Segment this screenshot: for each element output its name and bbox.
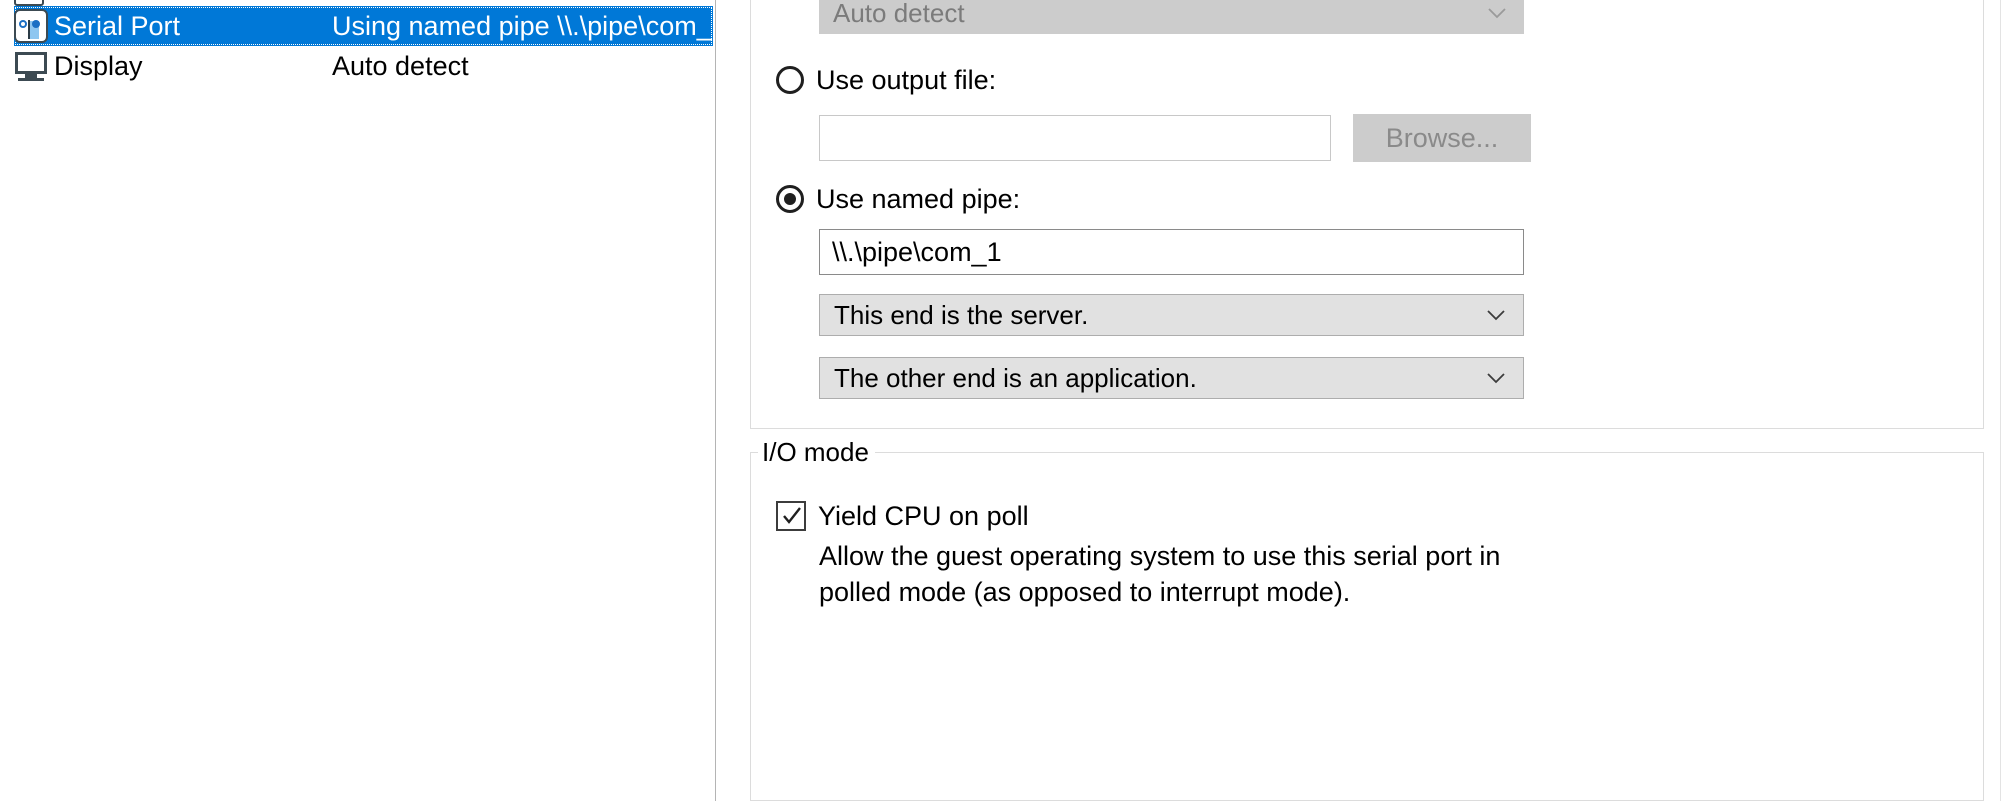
output-file-input[interactable] xyxy=(819,115,1331,161)
display-icon xyxy=(14,49,48,83)
device-name-serial-port: Serial Port xyxy=(54,11,181,41)
serial-port-icon xyxy=(14,9,48,43)
auto-detect-combobox-value: Auto detect xyxy=(833,0,965,28)
server-end-combobox[interactable]: This end is the server. xyxy=(819,294,1524,336)
device-list[interactable]: Serial Port Using named pipe \\.\pipe\co… xyxy=(0,0,716,801)
checkbox-yield-cpu-on-poll[interactable] xyxy=(776,501,806,531)
settings-panel: Auto detect Use output file: Browse... U… xyxy=(747,0,2001,801)
device-summary-display: Auto detect xyxy=(332,51,469,81)
use-output-file-label: Use output file: xyxy=(816,65,997,95)
other-end-combobox-value: The other end is an application. xyxy=(834,362,1197,393)
server-end-combobox-value: This end is the server. xyxy=(834,299,1089,330)
chevron-down-icon xyxy=(1486,2,1508,24)
device-row-display[interactable]: Display Auto detect xyxy=(14,46,713,86)
browse-button[interactable]: Browse... xyxy=(1353,114,1531,162)
named-pipe-input[interactable]: \\.\pipe\com_1 xyxy=(819,229,1524,275)
connection-groupbox xyxy=(750,0,1984,429)
use-named-pipe-radio-row[interactable]: Use named pipe: xyxy=(776,179,1020,219)
device-row-serial-port[interactable]: Serial Port Using named pipe \\.\pipe\co… xyxy=(14,6,716,46)
io-mode-legend: I/O mode xyxy=(758,434,875,470)
use-output-file-radio-row[interactable]: Use output file: xyxy=(776,60,996,100)
device-summary-serial-port: Using named pipe \\.\pipe\com_1 xyxy=(332,11,716,41)
yield-cpu-checkbox-row[interactable]: Yield CPU on poll xyxy=(776,496,1029,536)
radio-button-use-output-file[interactable] xyxy=(776,66,804,94)
device-row-clipped xyxy=(14,0,44,6)
use-named-pipe-label: Use named pipe: xyxy=(816,184,1021,214)
device-row-hit-area[interactable]: Serial Port Using named pipe \\.\pipe\co… xyxy=(14,6,716,46)
chevron-down-icon xyxy=(1485,304,1507,326)
io-mode-description: Allow the guest operating system to use … xyxy=(819,541,1501,607)
yield-cpu-label: Yield CPU on poll xyxy=(818,501,1029,531)
checkmark-icon xyxy=(781,505,803,527)
chevron-down-icon xyxy=(1485,367,1507,389)
device-name-display: Display xyxy=(54,51,143,81)
other-end-combobox[interactable]: The other end is an application. xyxy=(819,357,1524,399)
auto-detect-combobox[interactable]: Auto detect xyxy=(819,0,1524,34)
clipped-device-icon xyxy=(14,0,44,6)
device-row-hit-area[interactable]: Display Auto detect xyxy=(14,46,713,86)
radio-button-use-named-pipe[interactable] xyxy=(776,185,804,213)
